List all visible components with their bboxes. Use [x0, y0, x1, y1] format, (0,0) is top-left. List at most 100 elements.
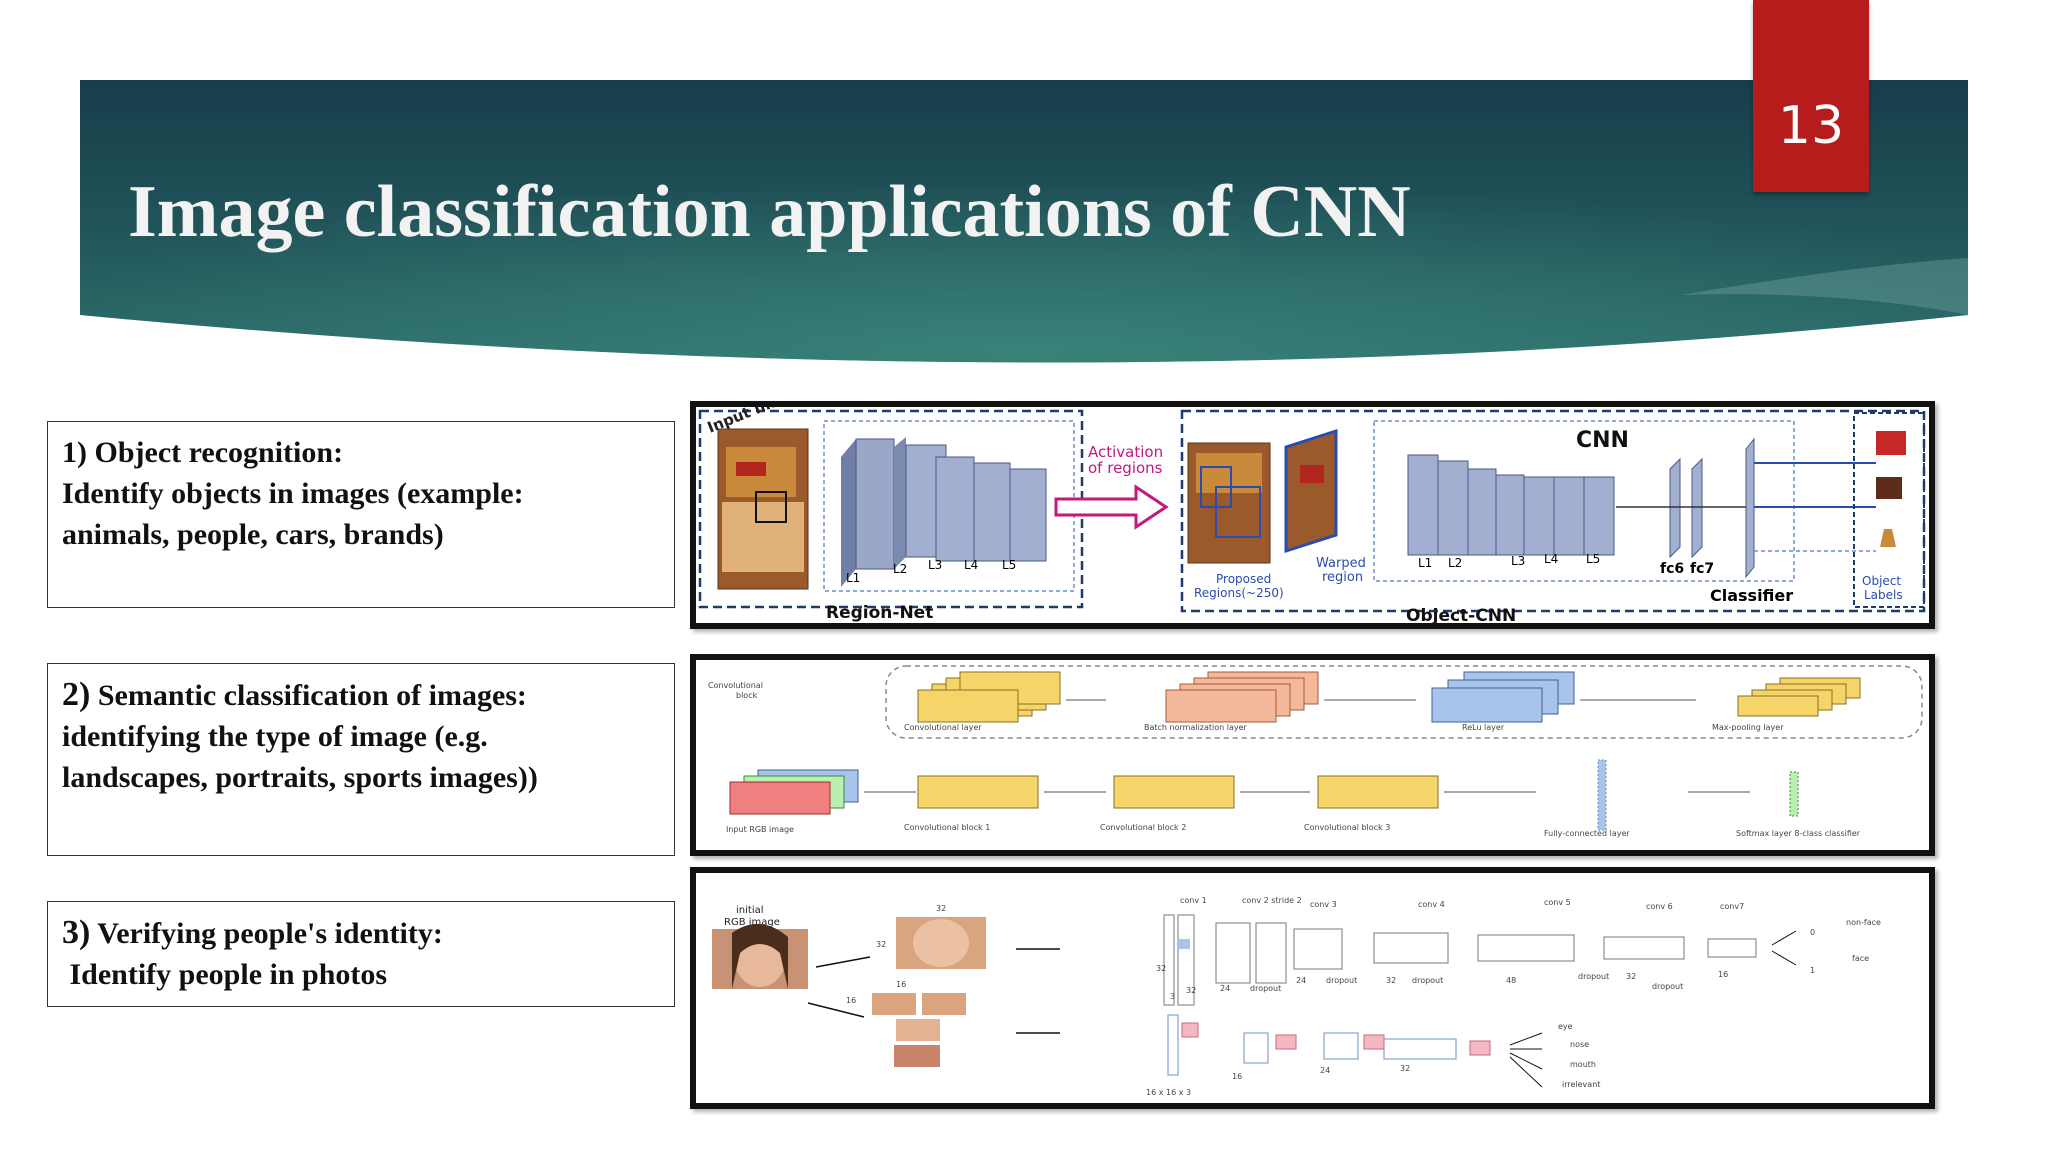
- warped-region-image: [1284, 428, 1338, 554]
- dim-label: 48: [1506, 976, 1516, 985]
- block-diagram: Convolutional block Convolu: [708, 665, 1923, 838]
- dim-label: 3: [1170, 992, 1175, 1001]
- part-label: irrelevant: [1562, 1080, 1600, 1089]
- face-image: [712, 923, 808, 989]
- activation-label: Activation: [1088, 443, 1163, 461]
- warped-label: region: [1322, 570, 1363, 585]
- face-crop-32: [896, 917, 986, 969]
- conv-label: conv 5: [1544, 898, 1571, 907]
- initial-image-label: initial: [736, 905, 764, 916]
- box-heading: 2) Semantic classification of images:: [62, 674, 660, 716]
- output-index: 1: [1810, 966, 1815, 975]
- activation-arrow: [1054, 484, 1169, 530]
- object-labels-text: Labels: [1864, 588, 1903, 602]
- conv-label: conv 4: [1418, 900, 1445, 909]
- box-line: landscapes, portraits, sports images)): [62, 761, 538, 794]
- box-number: 2): [62, 676, 91, 713]
- dropout-label: dropout: [1412, 976, 1443, 985]
- batch-norm-stack: [1165, 671, 1319, 723]
- fc-layer: [1597, 759, 1607, 831]
- layer-label: L2: [1448, 556, 1462, 570]
- maxpool-stack: [1737, 677, 1861, 717]
- object-label-icons: [1876, 431, 1906, 547]
- object-recognition-figure: Input Image L1 L2 L3 L4 L5 Region-Net Ac…: [690, 401, 1935, 629]
- softmax-layer: [1789, 771, 1799, 817]
- top-conv-stack: [1163, 914, 1757, 1006]
- layer-label: L5: [1002, 558, 1016, 572]
- top-layer-label: Convolutional layer: [904, 723, 982, 732]
- dim-label: 32: [1156, 964, 1166, 973]
- box-heading-text: Semantic classification of images:: [97, 679, 527, 712]
- dropout-label: dropout: [1326, 976, 1357, 985]
- object-cnn-label: Object-CNN: [1406, 606, 1516, 623]
- dim-label: 24: [1320, 1066, 1330, 1075]
- output-index: 0: [1810, 928, 1815, 937]
- conv-label: conv 1: [1180, 896, 1207, 905]
- bottom-label: Softmax layer 8-class classifier: [1736, 829, 1861, 838]
- dropout-label: dropout: [1250, 984, 1281, 993]
- box-heading-text: Verifying people's identity:: [97, 917, 443, 950]
- output-label: face: [1852, 954, 1869, 963]
- cnn-label: CNN: [1576, 428, 1629, 453]
- layer-label: L4: [964, 558, 978, 572]
- identity-verification-figure: initial RGB image 32 32 16 16 conv 1 con…: [690, 867, 1935, 1109]
- part-label: nose: [1570, 1040, 1589, 1049]
- proposed-label: Regions(~250): [1194, 586, 1284, 600]
- face-part-crops: [872, 993, 966, 1067]
- box-number: 3): [62, 914, 91, 951]
- semantic-classification-box: 2) Semantic classification of images: id…: [47, 663, 675, 856]
- slide-number-badge: 13: [1753, 0, 1869, 192]
- bottom-label: Convolutional block 1: [904, 823, 990, 832]
- layer-label: L1: [1418, 556, 1432, 570]
- input-rgb-stack: [729, 769, 859, 815]
- top-layer-label: Max-pooling layer: [1712, 723, 1784, 732]
- region-net-layers: [841, 437, 1047, 587]
- fc-label: fc6: [1660, 561, 1684, 577]
- relu-stack: [1431, 671, 1575, 723]
- layer-label: L4: [1544, 552, 1558, 566]
- dim-label: 32: [1626, 972, 1636, 981]
- layer-label: L3: [1511, 554, 1525, 568]
- box-line: Identify people in photos: [62, 958, 388, 991]
- object-recognition-box: 1) Object recognition: Identify objects …: [47, 421, 675, 608]
- conv-label: conv 3: [1310, 900, 1337, 909]
- conv-block-frame: [885, 665, 1923, 739]
- title-banner: [80, 80, 1968, 363]
- part-label: mouth: [1570, 1060, 1596, 1069]
- bottom-conv-stack: [1167, 1014, 1457, 1076]
- activation-label: of regions: [1088, 459, 1163, 477]
- top-layer-label: Batch normalization layer: [1144, 723, 1248, 732]
- object-cnn-layers: [1407, 454, 1615, 556]
- dim-label: 16: [896, 980, 906, 989]
- proposed-regions-image: [1187, 442, 1271, 564]
- fc-label: fc7: [1690, 561, 1714, 577]
- conv-block-1: [917, 775, 1039, 809]
- box-line: Identify objects in images (example:: [62, 477, 524, 510]
- dim-label: 16: [1232, 1072, 1242, 1081]
- output-label: non-face: [1846, 918, 1881, 927]
- box-line: animals, people, cars, brands): [62, 518, 444, 551]
- box-number: 1): [62, 436, 87, 469]
- conv-block-2: [1113, 775, 1235, 809]
- dim-label: 32: [1386, 976, 1396, 985]
- top-layer-label: ReLu layer: [1462, 723, 1505, 732]
- dim-label: 24: [1220, 984, 1230, 993]
- warped-label: Warped: [1316, 556, 1366, 571]
- layer-label: L5: [1586, 552, 1600, 566]
- dim-label: 32: [876, 940, 886, 949]
- conv-label: conv 2 stride 2: [1242, 896, 1302, 905]
- layer-label: L2: [893, 562, 907, 576]
- dim-label: 32: [936, 904, 946, 913]
- conv-label: conv 6: [1646, 902, 1673, 911]
- bottom-label: Fully-connected layer: [1544, 829, 1630, 838]
- dim-label: 16: [1718, 970, 1728, 979]
- box-heading: 1) Object recognition:: [62, 432, 660, 473]
- input-image: [717, 428, 809, 590]
- initial-image-label: RGB image: [724, 917, 780, 928]
- slide-title: Image classification applications of CNN: [128, 171, 1411, 253]
- bottom-label: Input RGB image: [726, 825, 794, 834]
- identity-verification-box: 3) Verifying people's identity: Identify…: [47, 901, 675, 1007]
- layer-label: L1: [846, 571, 860, 585]
- conv-block-3: [1317, 775, 1439, 809]
- conv-layer-stack: [917, 671, 1061, 723]
